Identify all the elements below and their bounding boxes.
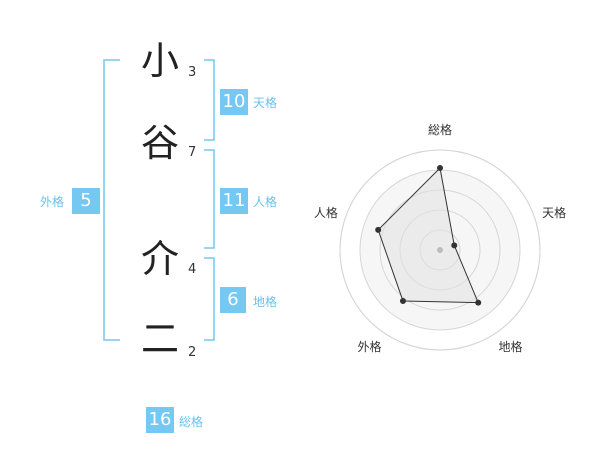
radar-point-1 <box>437 165 443 171</box>
radar-axis-label: 総格 <box>428 122 452 137</box>
gaikaku-label: 外格 <box>40 195 65 209</box>
gaikaku-bracket <box>103 59 120 341</box>
chikaku-bracket <box>204 257 215 341</box>
name-char-1: 小 <box>140 39 179 83</box>
stroke-count-3: 4 <box>188 262 197 277</box>
jinkaku-bracket <box>204 149 215 249</box>
chikaku-label: 地格 <box>253 295 278 309</box>
name-char-2: 谷 <box>140 121 179 165</box>
radar-axis-label: 地格 <box>499 339 523 354</box>
stroke-count-1: 3 <box>188 65 197 80</box>
stroke-count-2: 7 <box>188 145 197 160</box>
tenkaku-label: 天格 <box>253 96 278 110</box>
radar-axis-label: 人格 <box>314 205 338 220</box>
name-char-3: 介 <box>140 237 179 281</box>
gaikaku-value-box: 5 <box>72 188 100 214</box>
radar-center <box>437 247 443 253</box>
soukaku-label: 総格 <box>179 415 204 429</box>
tenkaku-value-box: 10 <box>220 89 248 115</box>
radar-polygon <box>377 166 479 304</box>
radar-point-2 <box>451 242 458 249</box>
radar-point-5 <box>375 226 382 233</box>
name-char-4: 二 <box>140 317 179 361</box>
radar-point-3 <box>475 299 482 306</box>
tenkaku-bracket <box>204 59 215 141</box>
jinkaku-value-box: 11 <box>220 188 248 214</box>
jinkaku-label: 人格 <box>253 195 278 209</box>
radar-axis-label: 外格 <box>357 339 381 354</box>
radar-point-4 <box>399 297 406 304</box>
stroke-count-4: 2 <box>188 345 197 360</box>
radar-ring <box>339 149 541 351</box>
radar-axis-label: 天格 <box>542 205 566 220</box>
chikaku-value-box: 6 <box>220 287 246 313</box>
soukaku-value-box: 16 <box>146 407 174 433</box>
